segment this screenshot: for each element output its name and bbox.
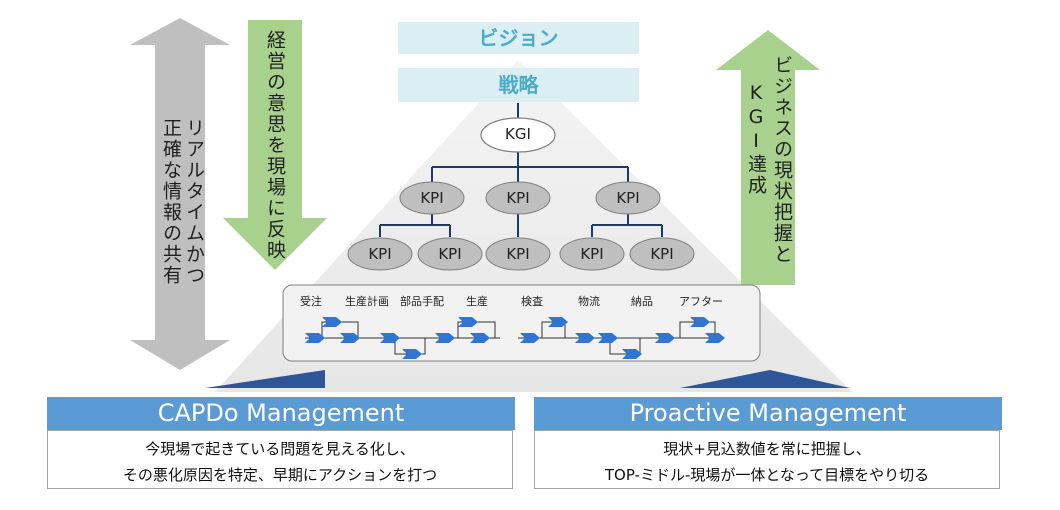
up-arrow-text-1: KGI達成 bbox=[745, 82, 767, 196]
flow-chevron bbox=[458, 317, 478, 327]
process-step-label: 物流 bbox=[578, 295, 600, 308]
process-step-label: 部品手配 bbox=[400, 295, 444, 308]
kpi-label: KPI bbox=[368, 245, 392, 263]
proactive-title: Proactive Management bbox=[534, 397, 1002, 430]
kpi-node bbox=[399, 181, 465, 215]
kgi-node bbox=[480, 117, 556, 153]
left-arrow-text-2: リアルタイムかつ bbox=[183, 118, 205, 286]
chevron-group bbox=[305, 317, 725, 359]
process-flow-lines bbox=[305, 321, 720, 355]
proactive-line-1: 現状+見込数値を常に把握し、 bbox=[663, 440, 871, 458]
capdo-description: 今現場で起きている問題を見える化し、 その悪化原因を特定、早期にアクションを打つ bbox=[47, 430, 513, 489]
left-pointer-triangle bbox=[205, 370, 325, 388]
capdo-line-2: その悪化原因を特定、早期にアクションを打つ bbox=[122, 466, 438, 484]
kpi-label: KPI bbox=[580, 245, 604, 263]
down-arrow-text: 経営の意思を現場に反映 bbox=[264, 30, 286, 261]
flow-chevron bbox=[705, 333, 725, 343]
capdo-title: CAPDo Management bbox=[47, 397, 515, 430]
flow-chevron bbox=[690, 317, 710, 327]
tree-connectors bbox=[379, 103, 663, 237]
process-step-label: 受注 bbox=[300, 295, 322, 308]
kpi-node bbox=[559, 237, 625, 271]
kpi-label: KPI bbox=[420, 189, 444, 207]
process-step-label: アフター bbox=[679, 295, 723, 308]
flow-chevron bbox=[520, 333, 540, 343]
kpi-label: KPI bbox=[650, 245, 674, 263]
proactive-line-2: TOP-ミドル-現場が一体となって目標をやり切る bbox=[604, 466, 930, 484]
flow-chevron bbox=[402, 349, 422, 359]
up-arrow-shape bbox=[716, 30, 820, 285]
kpi-label: KPI bbox=[506, 189, 530, 207]
proactive-description: 現状+見込数値を常に把握し、 TOP-ミドル-現場が一体となって目標をやり切る bbox=[534, 430, 1000, 489]
process-step-label: 生産計画 bbox=[345, 295, 389, 308]
vision-label: ビジョン bbox=[478, 26, 559, 50]
strategy-label: 戦略 bbox=[498, 73, 539, 97]
kpi-node bbox=[629, 237, 695, 271]
kpi-label: KPI bbox=[506, 245, 530, 263]
flow-chevron bbox=[655, 333, 675, 343]
flow-chevron bbox=[305, 333, 325, 343]
process-step-label: 納品 bbox=[631, 295, 653, 308]
flow-chevron bbox=[435, 333, 455, 343]
kpi-node bbox=[485, 181, 551, 215]
flow-chevron bbox=[548, 317, 568, 327]
vision-banner: ビジョン bbox=[398, 22, 639, 54]
flow-chevron bbox=[598, 333, 618, 343]
flow-chevron bbox=[380, 333, 400, 343]
left-arrow-text-1: 正確な情報の共有 bbox=[160, 118, 182, 286]
kpi-node bbox=[347, 237, 413, 271]
kpi-label: KPI bbox=[616, 189, 640, 207]
kpi-node bbox=[485, 237, 551, 271]
kpi-label: KPI bbox=[438, 245, 462, 263]
process-step-label: 検査 bbox=[521, 295, 543, 308]
process-flow-box bbox=[282, 284, 761, 362]
kpi-node bbox=[595, 181, 661, 215]
strategy-banner: 戦略 bbox=[398, 68, 639, 102]
down-arrow-shape bbox=[223, 20, 327, 270]
kpi-node bbox=[417, 237, 483, 271]
capdo-line-1: 今現場で起きている問題を見える化し、 bbox=[145, 440, 415, 458]
process-step-label: 生産 bbox=[466, 295, 488, 308]
flow-chevron bbox=[622, 349, 642, 359]
flow-chevron bbox=[340, 333, 360, 343]
kgi-label: KGI bbox=[505, 125, 531, 143]
flow-chevron bbox=[322, 317, 342, 327]
double-arrow-shape bbox=[130, 18, 230, 370]
flow-chevron bbox=[470, 333, 490, 343]
right-pointer-triangle bbox=[680, 370, 850, 388]
flow-chevron bbox=[575, 333, 595, 343]
up-arrow-text-2: ビジネスの現状把握と bbox=[771, 55, 793, 265]
